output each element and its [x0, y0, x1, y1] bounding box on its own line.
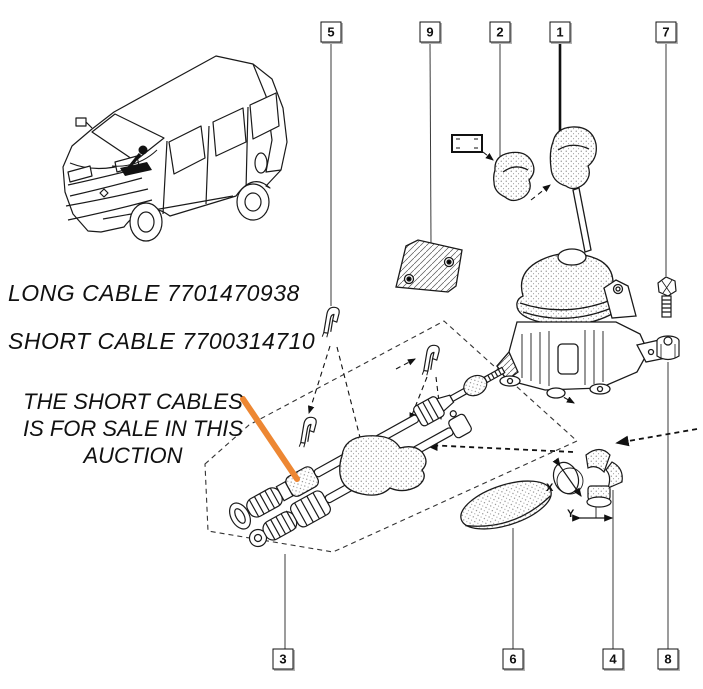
van-wheels — [129, 152, 270, 242]
mounting-bolt — [657, 276, 677, 318]
callout-box-9: 9 — [419, 21, 441, 43]
auction-note: THE SHORT CABLES IS FOR SALE IN THIS AUC… — [14, 388, 252, 469]
callout-box-6: 6 — [502, 648, 524, 670]
callout-box-5: 5 — [320, 21, 342, 43]
auction-note-line3: AUCTION — [83, 443, 183, 468]
callout-leader-lines — [284, 41, 669, 649]
gear-lever-boot — [516, 248, 617, 326]
auction-note-line1: THE SHORT CABLES — [23, 389, 243, 414]
cable-set-dashed-outline — [204, 320, 578, 553]
retaining-clip-2 — [418, 344, 443, 377]
auction-note-line2: IS FOR SALE IN THIS — [22, 416, 244, 441]
blanking-pad — [460, 480, 552, 530]
cover-bracket — [395, 239, 463, 293]
gear-knob-on-lever — [549, 126, 597, 253]
short-cable-label: SHORT CABLE 7700314710 — [8, 328, 316, 354]
gear-lever-location-mark — [111, 145, 158, 176]
long-cable-label: LONG CABLE 7701470938 — [8, 280, 300, 306]
dimension-y-label: Y — [567, 508, 575, 520]
retaining-clip-3 — [295, 416, 320, 449]
callout-box-3: 3 — [272, 648, 294, 670]
van-illustration — [62, 55, 288, 242]
callout-box-1: 1 — [549, 21, 571, 43]
callout-box-7: 7 — [655, 21, 677, 43]
label-plate — [451, 134, 483, 153]
orange-highlight-pointer — [240, 396, 300, 482]
gear-lever-shaft — [572, 187, 592, 253]
retaining-clip-1 — [318, 306, 343, 339]
callout-box-8: 8 — [657, 648, 679, 670]
upper-bracket-arm — [603, 279, 637, 319]
callout-box-4: 4 — [602, 648, 624, 670]
cable-mount-bracket — [339, 435, 427, 496]
mounting-nut — [656, 335, 680, 361]
gear-knob-spare — [493, 151, 535, 202]
callout-box-2: 2 — [489, 21, 511, 43]
cable-retainer — [552, 448, 623, 522]
dimension-x-label: X — [546, 482, 554, 494]
leader-9 — [429, 41, 432, 245]
